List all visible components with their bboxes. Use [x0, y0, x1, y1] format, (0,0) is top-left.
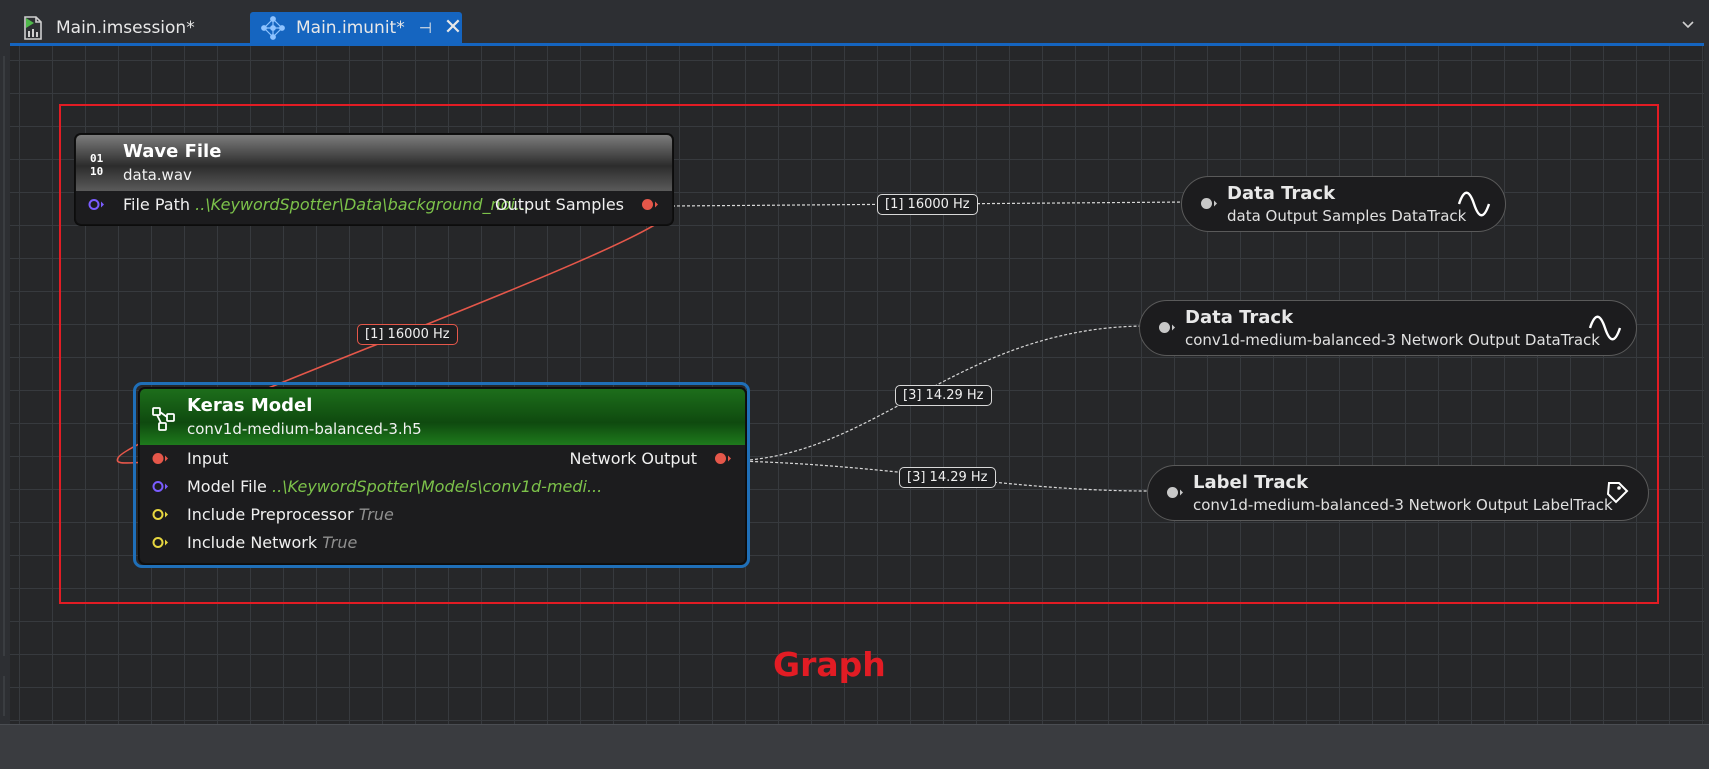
svg-text:01: 01	[90, 152, 104, 165]
track-subtitle: data Output Samples DataTrack	[1227, 207, 1467, 225]
node-header[interactable]: 01 10 Wave File data.wav	[76, 135, 672, 191]
input-pin-icon[interactable]	[1158, 321, 1177, 334]
model-file-property[interactable]: Model File ..\KeywordSpotter\Models\conv…	[140, 473, 745, 501]
model-file-value[interactable]: ..\KeywordSpotter\Models\conv1d-medi...	[272, 477, 603, 496]
input-pin-icon[interactable]	[1166, 486, 1185, 499]
keras-model-node[interactable]: Keras Model conv1d-medium-balanced-3.h5 …	[139, 388, 746, 564]
wave-file-node[interactable]: 01 10 Wave File data.wav File Path ..\Ke…	[75, 134, 673, 225]
network-output-pin-icon[interactable]	[714, 452, 733, 465]
output-samples-pin-icon[interactable]	[641, 198, 660, 211]
include-network-property[interactable]: Include Network True	[140, 529, 745, 557]
input-pin-icon[interactable]	[1200, 197, 1219, 210]
include-preprocessor-label: Include Preprocessor	[187, 505, 354, 524]
node-title: Wave File	[123, 141, 222, 162]
close-tab-icon[interactable]: ✕	[443, 15, 463, 40]
tab-main-imsession[interactable]: Main.imsession*	[10, 12, 245, 44]
property-pin-icon[interactable]	[88, 198, 105, 211]
document-tab-bar: Main.imsession* Main.imunit* ⊣ ✕	[0, 0, 1709, 46]
property-pin-icon[interactable]	[152, 480, 169, 493]
graph-caption: Graph	[773, 645, 886, 684]
file-path-label: File Path	[123, 195, 191, 214]
track-title: Label Track	[1193, 472, 1309, 493]
node-subtitle: data.wav	[123, 166, 192, 184]
include-network-value[interactable]: True	[322, 533, 358, 552]
include-network-label: Include Network	[187, 533, 318, 552]
node-header[interactable]: Keras Model conv1d-medium-balanced-3.h5	[140, 389, 745, 445]
sine-wave-icon	[1457, 191, 1491, 217]
track-subtitle: conv1d-medium-balanced-3 Network Output …	[1185, 331, 1600, 349]
network-unit-icon	[260, 16, 286, 40]
node-title: Keras Model	[187, 395, 313, 416]
track-title: Data Track	[1227, 183, 1336, 204]
svg-text:10: 10	[90, 165, 103, 177]
file-path-property[interactable]: File Path ..\KeywordSpotter\Data\backgro…	[76, 191, 672, 219]
chevron-down-icon[interactable]	[1681, 18, 1695, 32]
active-tab-underline	[10, 43, 1704, 46]
wire-label-wave-datatrack: [1] 16000 Hz	[877, 194, 978, 215]
include-preprocessor-value[interactable]: True	[358, 505, 394, 524]
track-title: Data Track	[1185, 307, 1294, 328]
tab-label: Main.imunit*	[296, 18, 405, 38]
input-port-row[interactable]: Input Network Output	[140, 445, 745, 473]
wire-label-keras-labeltrack: [3] 14.29 Hz	[899, 467, 996, 488]
output-samples-label: Output Samples	[495, 195, 624, 214]
property-pin-icon[interactable]	[152, 508, 169, 521]
status-bar	[0, 724, 1709, 769]
node-subtitle: conv1d-medium-balanced-3.h5	[187, 420, 422, 438]
tab-label: Main.imsession*	[56, 18, 195, 38]
network-output-label: Network Output	[569, 449, 697, 468]
file-path-value[interactable]: ..\KeywordSpotter\Data\background_noi...	[195, 195, 531, 214]
wire-label-wave-keras: [1] 16000 Hz	[357, 324, 458, 345]
input-label: Input	[187, 449, 229, 468]
tab-main-imunit[interactable]: Main.imunit* ⊣ ✕	[250, 12, 462, 44]
tag-icon	[1606, 482, 1629, 504]
binary-icon: 01 10	[90, 152, 104, 177]
left-gutter	[0, 46, 10, 724]
session-file-icon	[20, 16, 46, 40]
property-pin-icon[interactable]	[152, 536, 169, 549]
track-subtitle: conv1d-medium-balanced-3 Network Output …	[1193, 496, 1613, 514]
graph-highlight-box	[59, 104, 1659, 604]
wire-label-keras-datatrack: [3] 14.29 Hz	[895, 385, 992, 406]
include-preprocessor-property[interactable]: Include Preprocessor True	[140, 501, 745, 529]
label-track-node[interactable]: Label Track conv1d-medium-balanced-3 Net…	[1147, 465, 1649, 521]
model-file-label: Model File	[187, 477, 267, 496]
model-graph-icon	[152, 407, 175, 431]
keras-node-selection-outline	[133, 382, 750, 568]
sine-wave-icon	[1588, 315, 1622, 341]
input-pin-icon[interactable]	[152, 452, 169, 465]
pin-tab-icon[interactable]: ⊣	[418, 19, 432, 37]
data-track-node-1[interactable]: Data Track data Output Samples DataTrack	[1181, 176, 1506, 232]
data-track-node-2[interactable]: Data Track conv1d-medium-balanced-3 Netw…	[1139, 300, 1637, 356]
